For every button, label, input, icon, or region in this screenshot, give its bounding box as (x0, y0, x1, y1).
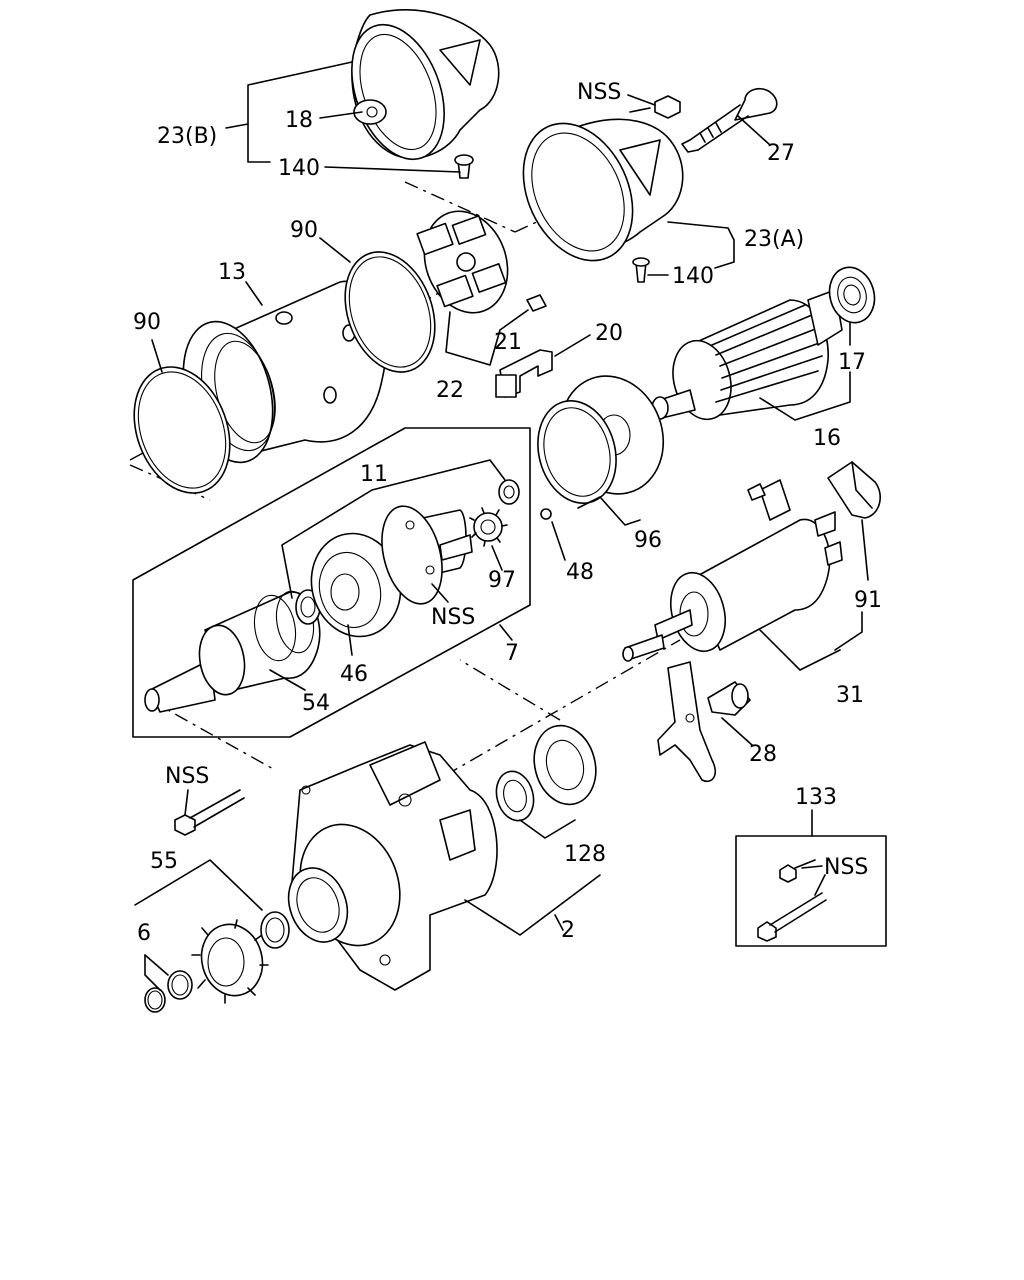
gear-assembly-box-7 (132, 427, 531, 738)
label-90-left: 90 (133, 310, 161, 335)
label-17: 17 (838, 350, 866, 375)
shaft-nss (381, 505, 473, 605)
label-16: 16 (813, 426, 841, 451)
label-97: 97 (488, 568, 516, 593)
label-140-top: 140 (278, 156, 320, 181)
label-7: 7 (505, 641, 519, 666)
armature-16 (651, 289, 843, 421)
o-ring-90-rear (344, 251, 436, 373)
ball-48 (540, 508, 552, 520)
label-133: 133 (795, 785, 837, 810)
lever-28 (657, 661, 751, 782)
leader-lines (134, 61, 869, 991)
screw-kit-box-133 (735, 835, 887, 947)
bearing-17 (828, 266, 876, 324)
terminal-cover-91 (827, 461, 881, 519)
gear-housing-2 (287, 741, 498, 991)
label-90-upper: 90 (290, 218, 318, 243)
label-18: 18 (285, 108, 313, 133)
label-96: 96 (634, 528, 662, 553)
label-55: 55 (150, 849, 178, 874)
rear-cover-23b (351, 9, 500, 179)
bearing-11 (498, 479, 520, 505)
label-nss-top: NSS (577, 80, 621, 105)
ring-6 (144, 970, 193, 1013)
pinion-55 (191, 919, 269, 1004)
label-23b: 23(B) (157, 124, 217, 149)
label-48: 48 (566, 560, 594, 585)
label-nss-mid: NSS (431, 605, 475, 630)
label-27: 27 (767, 141, 795, 166)
label-2: 2 (561, 918, 575, 943)
bearing-128 (495, 724, 597, 822)
brush-holder-22 (416, 210, 547, 314)
label-11: 11 (360, 462, 388, 487)
gear-46 (310, 532, 402, 638)
label-91: 91 (854, 588, 882, 613)
label-22: 22 (436, 378, 464, 403)
clutch-assembly-54 (144, 590, 321, 713)
label-31: 31 (836, 683, 864, 708)
label-nss-box: NSS (824, 855, 868, 880)
label-20: 20 (595, 321, 623, 346)
label-54: 54 (302, 691, 330, 716)
end-cover-23a (522, 118, 684, 283)
label-13: 13 (218, 260, 246, 285)
o-ring-90-front (133, 366, 231, 494)
label-6: 6 (137, 921, 151, 946)
label-21: 21 (494, 330, 522, 355)
label-128: 128 (564, 842, 606, 867)
label-46: 46 (340, 662, 368, 687)
magnetic-switch-31 (622, 479, 843, 662)
label-23a: 23(A) (744, 227, 804, 252)
label-28: 28 (749, 742, 777, 767)
brush-20 (495, 349, 553, 398)
label-140-right: 140 (672, 264, 714, 289)
label-nss-bolt: NSS (165, 764, 209, 789)
collar (260, 911, 290, 949)
through-bolt-27 (629, 88, 778, 153)
plate-96 (537, 375, 665, 504)
gear-97 (469, 507, 508, 547)
part-labels: 23(B) 18 140 NSS 27 23(A) 140 90 13 90 2… (133, 80, 882, 946)
bolt-nss (174, 789, 245, 836)
